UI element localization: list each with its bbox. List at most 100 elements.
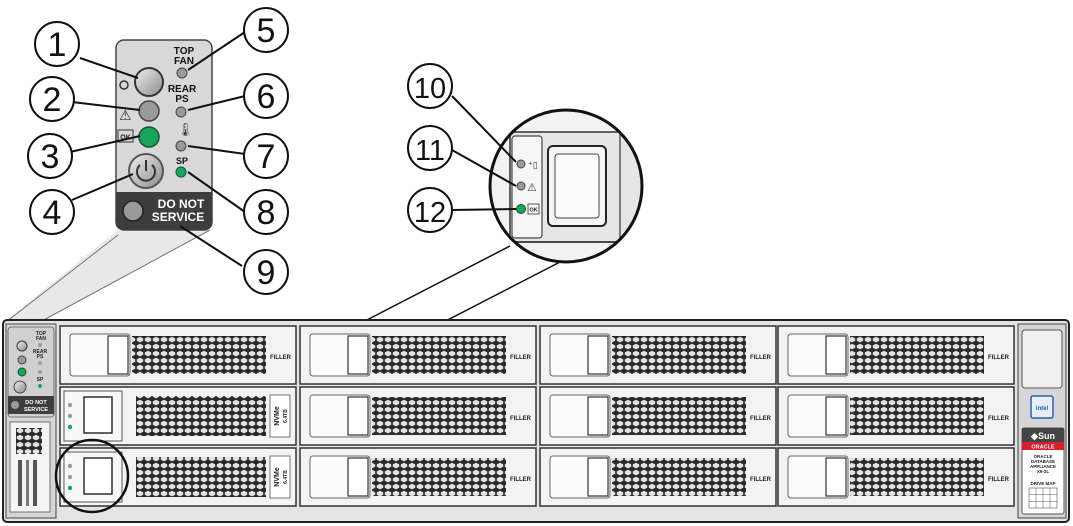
filler-latch[interactable] (347, 396, 369, 436)
mini-locator-button (16, 340, 28, 352)
nvme-label: NVMe (274, 406, 281, 426)
mini-ok-led (17, 367, 27, 377)
zoom-line-left (5, 234, 119, 323)
ok-led (138, 126, 160, 148)
filler-drive-bay[interactable]: FILLER (299, 447, 537, 507)
mini-rear-ps-1: REAR (33, 349, 48, 355)
filler-drive-bay[interactable]: FILLER (299, 325, 537, 385)
mini-service-led (17, 355, 27, 365)
filler-label: FILLER (750, 477, 772, 483)
drive-locate-icon: ⁺▯ (528, 160, 538, 170)
filler-label: FILLER (988, 477, 1010, 483)
mini-sp: SP (37, 377, 44, 383)
filler-latch[interactable] (587, 335, 609, 375)
callout-11 (407, 125, 453, 171)
filler-drive-bay[interactable]: FILLER (777, 325, 1015, 385)
nvme-capacity-label: 6.4TB (283, 470, 289, 484)
callout-4-number: 4 (43, 194, 62, 232)
filler-latch[interactable] (347, 335, 369, 375)
filler-drive-bay[interactable]: FILLER (539, 325, 777, 385)
mini-do-not: DO NOT (25, 400, 47, 406)
model-line-4: X9-2L (1037, 469, 1050, 474)
filler-latch[interactable] (587, 396, 609, 436)
callout-3 (27, 133, 73, 179)
filler-label: FILLER (270, 355, 292, 361)
intel-badge (1030, 395, 1054, 419)
sp-led (175, 166, 187, 178)
filler-drive-bay[interactable]: FILLER (539, 386, 777, 446)
filler-latch[interactable] (107, 335, 129, 375)
top-fan-label-2: FAN (174, 56, 194, 67)
callout-12 (407, 187, 453, 233)
mini-top-fan-1: TOP (36, 331, 47, 337)
filler-label: FILLER (510, 477, 532, 483)
drive-map-label: DRIVE MAP (1030, 481, 1055, 486)
filler-drive-bay[interactable]: FILLER (777, 447, 1015, 507)
service-required-led (138, 100, 160, 122)
model-line-3: APPLIANCE (1030, 464, 1056, 469)
callout-1-number: 1 (48, 26, 67, 64)
callout-7-number: 7 (257, 138, 276, 176)
filler-label: FILLER (510, 355, 532, 361)
intel-label: intel (1036, 406, 1049, 412)
filler-label: FILLER (510, 416, 532, 422)
filler-label: FILLER (750, 416, 772, 422)
filler-latch[interactable] (587, 457, 609, 497)
server-chassis: TOP FAN REAR PS SP DO NOT SERVICE intel … (2, 319, 1070, 523)
nvme-capacity-label: 6.4TB (283, 409, 289, 423)
callout-3-number: 3 (41, 138, 60, 176)
callout-1 (34, 21, 80, 67)
drive-inset: ⁺▯ ⚠ OK (488, 108, 644, 264)
callout-5 (243, 7, 289, 53)
rear-ps-label-1: REAR (168, 84, 197, 95)
filler-latch[interactable] (825, 335, 847, 375)
filler-drive-bay[interactable]: FILLER (59, 325, 297, 385)
drive-fault-icon: ⚠ (527, 182, 537, 194)
callout-group-panel (27, 7, 289, 295)
thermometer-icon: 🌡 (177, 122, 194, 137)
drive-locate-led (516, 159, 526, 169)
filler-latch[interactable] (825, 457, 847, 497)
filler-latch[interactable] (347, 457, 369, 497)
model-line-2: DATABASE (1031, 459, 1055, 464)
callout-11-number: 11 (415, 135, 445, 167)
model-line-1: ORACLE (1034, 454, 1053, 459)
callout-9-number: 9 (257, 254, 276, 292)
filler-label: FILLER (750, 355, 772, 361)
oracle-brand: ORACLE (1031, 445, 1055, 451)
filler-drive-bay[interactable]: FILLER (777, 386, 1015, 446)
zoom-line-right (39, 229, 211, 323)
locator-button[interactable] (134, 67, 164, 97)
filler-drive-bay[interactable]: FILLER (539, 447, 777, 507)
filler-latch[interactable] (825, 396, 847, 436)
service-warning-icon: ⚠ (119, 107, 132, 123)
callout-7 (243, 133, 289, 179)
filler-drive-bay[interactable]: FILLER (299, 386, 537, 446)
drive-ok-led (516, 204, 526, 214)
mini-power-button (13, 380, 27, 394)
top-fan-led (176, 67, 188, 79)
rear-ps-led (175, 106, 187, 118)
qr-code (16, 428, 42, 454)
callout-12-number: 12 (414, 197, 446, 229)
rear-ps-label-2: PS (175, 94, 189, 105)
drive-ok-label: OK (529, 208, 537, 214)
filler-label: FILLER (988, 416, 1010, 422)
mini-rear-ps-2: PS (37, 354, 44, 360)
callout-numbers-drive: 10 11 12 (414, 73, 446, 229)
callout-8-number: 8 (257, 194, 276, 232)
nvme-label: NVMe (274, 467, 281, 487)
overtemp-led (175, 140, 187, 152)
callout-8 (243, 189, 289, 235)
drive-latch[interactable] (83, 396, 113, 434)
locator-icon (119, 80, 129, 90)
drive-latch[interactable] (83, 457, 113, 495)
drive-fault-led (516, 181, 526, 191)
front-indicator-panel: ⚠ OK TOP FAN REAR PS 🌡 SP DO NOT SERVICE (115, 39, 213, 231)
callout-5-number: 5 (257, 12, 276, 50)
do-not-service-led (122, 200, 144, 222)
filler-label: FILLER (988, 355, 1010, 361)
